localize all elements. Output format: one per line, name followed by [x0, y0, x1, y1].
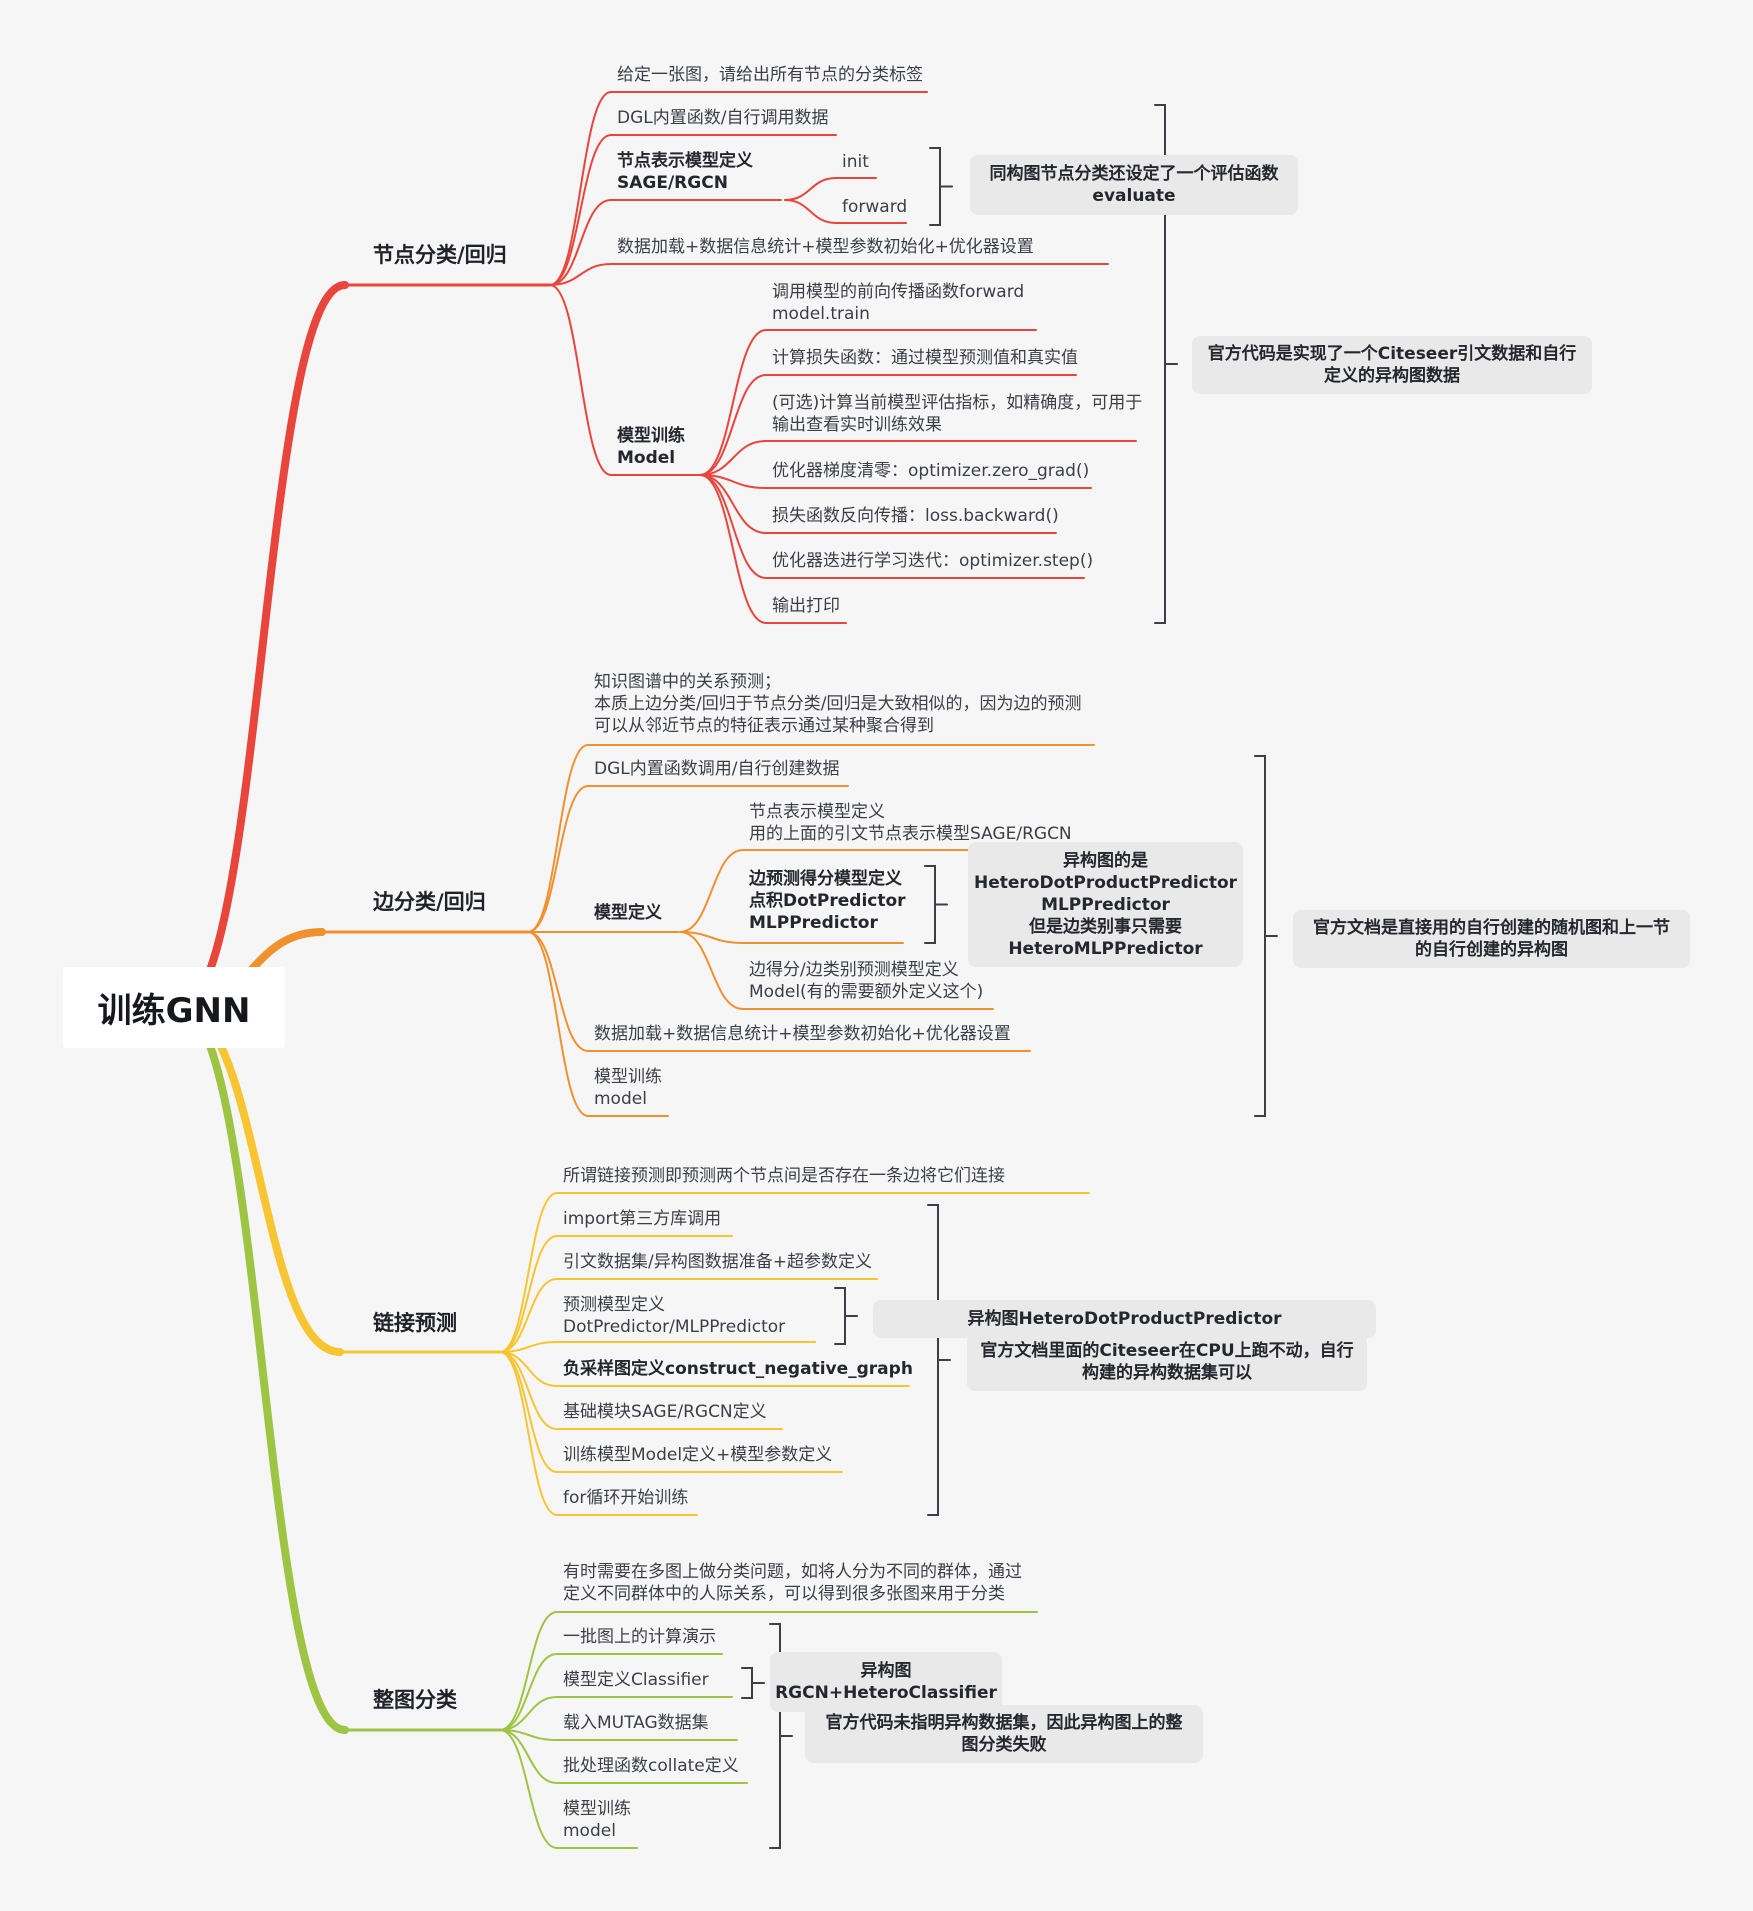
branch-3-summary-bracket-2	[927, 1204, 951, 1516]
branch-3-item-5[interactable]: 负采样图定义construct_negative_graph	[563, 1359, 913, 1379]
branch-1-item-5-child-4[interactable]: 优化器梯度清零：optimizer.zero_grad()	[772, 461, 1090, 481]
branch-4-item-3-connector	[499, 1696, 558, 1731]
branch-1-item-5[interactable]: 模型训练 Model	[617, 426, 685, 468]
branch-1-title[interactable]: 节点分类/回归	[373, 243, 507, 267]
branch-3-item-8-connector	[499, 1351, 558, 1516]
branch-1-item-5-child-7-connector	[699, 474, 767, 624]
branch-2-item-4-connector	[527, 931, 589, 1052]
branch-1-item-5-child-2[interactable]: 计算损失函数：通过模型预测值和真实值	[772, 348, 1078, 368]
branch-1-trunk	[176, 281, 349, 1012]
branch-4-summary-note-2: 官方代码未指明异构数据集，因此异构图上的整 图分类失败	[805, 1705, 1203, 1763]
branch-4-item-1-connector	[499, 1611, 558, 1731]
branch-4-item-5[interactable]: 批处理函数collate定义	[563, 1756, 739, 1776]
branch-1-item-5-child-7[interactable]: 输出打印	[772, 596, 840, 616]
branch-4-item-1[interactable]: 有时需要在多图上做分类问题，如将人分为不同的群体，通过 定义不同群体中的人际关系…	[563, 1562, 1022, 1604]
branch-4-item-4[interactable]: 载入MUTAG数据集	[563, 1713, 709, 1733]
branch-2-item-3-child-3-connector	[679, 931, 744, 1010]
branch-1-item-3[interactable]: 节点表示模型定义 SAGE/RGCN	[617, 151, 753, 193]
branch-1-summary-note-2: 官方代码是实现了一个Citeseer引文数据和自行 定义的异构图数据	[1192, 336, 1592, 394]
branch-1-item-4[interactable]: 数据加载+数据信息统计+模型参数初始化+优化器设置	[617, 237, 1034, 257]
branch-4-title[interactable]: 整图分类	[373, 1688, 457, 1712]
branch-2-item-3-child-1[interactable]: 节点表示模型定义 用的上面的引文节点表示模型SAGE/RGCN	[749, 802, 1072, 844]
branch-4-item-2-connector	[499, 1653, 558, 1731]
branch-3-item-7[interactable]: 训练模型Model定义+模型参数定义	[563, 1445, 833, 1465]
branch-2-item-5-connector	[527, 931, 589, 1117]
branch-3-item-5-connector	[499, 1351, 558, 1387]
branch-2-item-4[interactable]: 数据加载+数据信息统计+模型参数初始化+优化器设置	[594, 1024, 1011, 1044]
branch-1-item-1-connector	[549, 91, 612, 286]
branch-2-summary-bracket-1	[924, 865, 948, 944]
branch-1-item-3-child-1[interactable]: init	[842, 152, 869, 172]
branch-3-item-8[interactable]: for循环开始训练	[563, 1488, 689, 1508]
branch-3-title[interactable]: 链接预测	[373, 1311, 457, 1335]
branch-3-summary-note-2: 官方文档里面的Citeseer在CPU上跑不动，自行 构建的异构数据集可以	[967, 1333, 1367, 1391]
branch-1-item-5-child-2-connector	[699, 374, 767, 476]
branch-4-item-5-connector	[499, 1729, 558, 1784]
branch-4-item-3[interactable]: 模型定义Classifier	[563, 1670, 709, 1690]
branch-2-item-5[interactable]: 模型训练 model	[594, 1067, 662, 1109]
branch-1-item-3-connector	[549, 199, 612, 286]
branch-3-item-3-connector	[499, 1278, 558, 1353]
branch-1-item-1[interactable]: 给定一张图，请给出所有节点的分类标签	[617, 65, 923, 85]
branch-3-item-1[interactable]: 所谓链接预测即预测两个节点间是否存在一条边将它们连接	[563, 1166, 1005, 1186]
branch-2-title[interactable]: 边分类/回归	[373, 890, 486, 914]
branch-2-item-2[interactable]: DGL内置函数调用/自行创建数据	[594, 759, 840, 779]
branch-1-item-5-connector	[549, 284, 612, 476]
root-node[interactable]: 训练GNN	[63, 967, 285, 1048]
branch-4-summary-note-1: 异构图 RGCN+HeteroClassifier	[770, 1652, 1002, 1712]
branch-2-item-3-child-2[interactable]: 边预测得分模型定义 点积DotPredictor MLPPredictor	[749, 869, 906, 933]
branch-4-item-2[interactable]: 一批图上的计算演示	[563, 1627, 716, 1647]
branch-3-summary-bracket-1	[834, 1287, 858, 1345]
branch-1-item-3-child-1-connector	[784, 177, 837, 201]
branch-4-summary-bracket-1	[741, 1667, 765, 1699]
branch-1-item-3-child-2-connector	[784, 199, 837, 224]
branch-3-summary-note-1: 异构图HeteroDotProductPredictor	[873, 1300, 1376, 1338]
branch-2-summary-bracket-2	[1254, 755, 1278, 1117]
branch-1-item-5-child-6[interactable]: 优化器迭进行学习迭代：optimizer.step()	[772, 551, 1094, 571]
branch-3-item-1-connector	[499, 1192, 558, 1353]
branch-2-item-2-connector	[527, 785, 589, 933]
branch-2-summary-note-2: 官方文档是直接用的自行创建的随机图和上一节 的自行创建的异构图	[1293, 910, 1690, 968]
branch-1-item-2[interactable]: DGL内置函数/自行调用数据	[617, 108, 829, 128]
branch-1-summary-note-1: 同构图节点分类还设定了一个评估函数 evaluate	[970, 155, 1298, 215]
branch-1-item-2-connector	[549, 134, 612, 286]
branch-1-summary-bracket-1	[929, 147, 953, 226]
branch-3-item-2[interactable]: import第三方库调用	[563, 1209, 722, 1229]
branch-2-item-3-child-3[interactable]: 边得分/边类别预测模型定义 Model(有的需要额外定义这个)	[749, 960, 984, 1002]
branch-1-item-5-child-5-connector	[699, 474, 767, 534]
branch-1-item-5-child-5[interactable]: 损失函数反向传播：loss.backward()	[772, 506, 1059, 526]
branch-1-summary-bracket-2	[1154, 104, 1178, 624]
branch-3-item-3[interactable]: 引文数据集/异构图数据准备+超参数定义	[563, 1252, 872, 1272]
branch-1-item-3-child-2[interactable]: forward	[842, 197, 908, 217]
branch-1-item-4-connector	[549, 263, 612, 286]
branch-4-summary-bracket-2	[769, 1623, 793, 1849]
branch-3-item-2-connector	[499, 1235, 558, 1353]
branch-1-item-5-child-1-connector	[699, 329, 767, 476]
branch-3-item-6[interactable]: 基础模块SAGE/RGCN定义	[563, 1402, 767, 1422]
branch-3-item-4-connector	[499, 1341, 558, 1353]
branch-2-item-1[interactable]: 知识图谱中的关系预测； 本质上边分类/回归于节点分类/回归是大致相似的，因为边的…	[594, 672, 1082, 736]
branch-1-item-5-child-1[interactable]: 调用模型的前向传播函数forward model.train	[772, 282, 1025, 324]
branch-1-item-5-child-3-connector	[699, 440, 767, 476]
branch-4-item-6[interactable]: 模型训练 model	[563, 1799, 631, 1841]
branch-2-item-3-child-1-connector	[679, 849, 744, 933]
branch-2-item-3[interactable]: 模型定义	[594, 903, 662, 923]
branch-3-item-4[interactable]: 预测模型定义 DotPredictor/MLPPredictor	[563, 1295, 786, 1337]
branch-1-item-5-child-3[interactable]: (可选)计算当前模型评估指标，如精确度，可用于 输出查看实时训练效果	[772, 393, 1143, 435]
branch-2-summary-note-1: 异构图的是 HeteroDotProductPredictor MLPPredi…	[968, 842, 1243, 967]
branch-2-item-3-child-2-connector	[679, 931, 744, 944]
branch-4-item-6-connector	[499, 1729, 558, 1849]
branch-4-trunk	[176, 1004, 349, 1734]
